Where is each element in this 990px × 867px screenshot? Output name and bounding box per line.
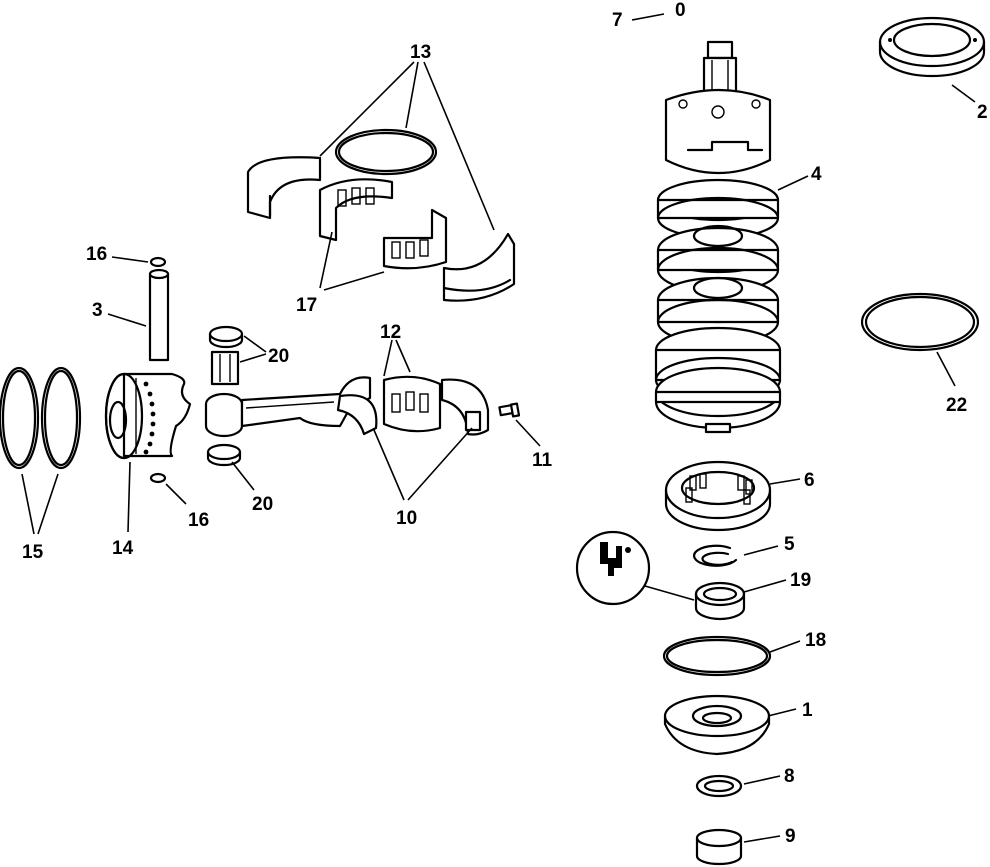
part-14-piston [104,372,192,460]
leaders-17 [319,231,385,291]
part-22-oring [860,292,980,352]
part-19-seal [694,581,746,621]
leader-3 [107,313,147,327]
leader-2 [951,84,976,103]
part-20-bearing-upper [208,325,244,386]
part-2-ring [878,16,986,78]
callout-11: 11 [532,450,553,471]
leader-9 [743,835,781,843]
part-11-bolt [498,402,521,418]
leader-8 [743,775,781,785]
leader-19 [743,579,787,593]
callout-16-lower: 16 [188,510,209,531]
leaders-20-upper [239,335,267,363]
part-13-ring [334,128,438,176]
callout-18: 18 [805,630,826,651]
part-4-crankshaft [654,40,782,434]
leader-4 [777,175,809,191]
callout-7: 7 [612,10,623,31]
part-12-bearing-cage [382,375,442,433]
connecting-rod [204,376,378,438]
part-16-clip-upper [149,256,167,268]
part-6-bearing [664,460,772,532]
leader-6 [769,478,801,485]
part-18-oring [662,635,772,677]
callout-6: 6 [804,470,815,491]
part-10-rod-cap [440,378,490,436]
part-17-bearing-cage-lower [382,208,448,270]
part-1-end-cap [663,694,771,756]
leader-20-lower [231,461,255,491]
callout-5: 5 [784,534,795,555]
leader-5 [743,545,779,556]
leader-22 [936,351,956,387]
callout-3: 3 [92,300,103,321]
part-3-wrist-pin [148,268,170,362]
leader-7 [631,13,665,21]
callout-12: 12 [380,322,401,343]
leader-11 [515,419,541,447]
lubricant-indicator-icon [575,530,695,606]
part-15-piston-rings [0,366,82,470]
part-9-bushing [695,828,743,866]
callout-15: 15 [22,542,44,563]
callout-19: 19 [790,570,811,591]
part-13-bearing-half-left [246,156,322,220]
callout-16-upper: 16 [86,244,107,265]
callout-8: 8 [784,766,795,787]
leaders-13 [319,61,495,231]
callout-14: 14 [112,538,134,559]
leader-1 [767,708,797,717]
leaders-10 [373,427,473,501]
callout-10: 10 [396,508,417,529]
callout-13: 13 [410,42,431,63]
part-17-bearing-cage-upper [318,178,394,242]
leaders-15 [21,473,59,535]
part-16-clip-lower [149,472,167,484]
callout-4: 4 [811,164,822,185]
leader-14 [127,461,131,533]
callout-20-upper: 20 [268,346,289,367]
callout-2: 2 [977,102,988,123]
callout-22: 22 [946,395,967,416]
part-5-snap-ring [693,544,738,567]
part-8-seal [695,774,743,798]
leaders-12 [383,339,411,377]
part-13-bearing-half-right [442,232,516,302]
callout-20-lower: 20 [252,494,273,515]
callout-17: 17 [296,295,317,316]
callout-1: 1 [802,700,813,721]
leader-16-upper [111,256,149,263]
part-20-bearing-lower [206,443,242,467]
leader-16-lower [165,483,187,505]
leader-18 [769,640,801,653]
callout-7-zero: 0 [675,0,686,21]
callout-9: 9 [785,826,796,847]
